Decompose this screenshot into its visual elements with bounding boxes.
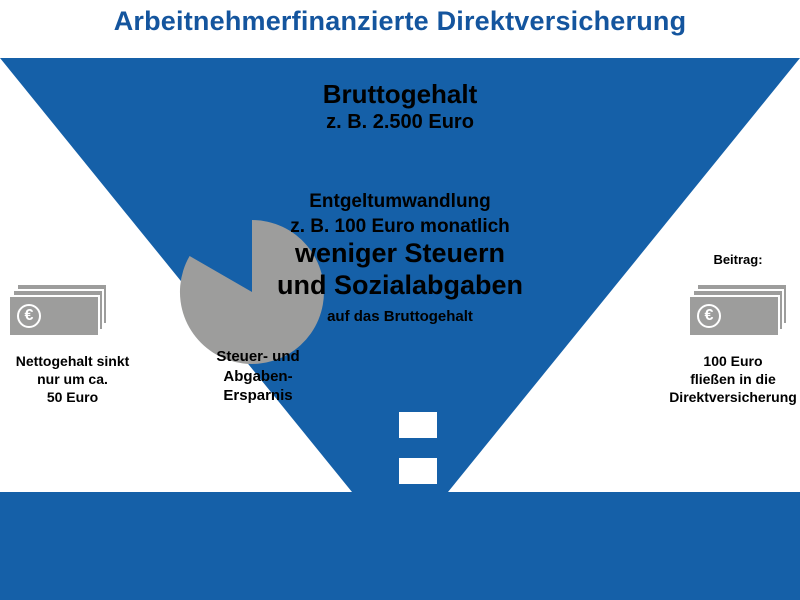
pie-chart-icon bbox=[179, 220, 324, 364]
equals-bar bbox=[399, 412, 437, 438]
conversion-block: Entgeltumwandlung z. B. 100 Euro monatli… bbox=[0, 190, 800, 239]
savings-block: weniger Steuern und Sozialabgaben auf da… bbox=[0, 237, 800, 325]
pie-label-line1: Steuer- und bbox=[216, 348, 300, 365]
euro-icon: € bbox=[697, 304, 721, 328]
right-caption-line1: 100 Euro bbox=[703, 353, 763, 369]
gross-salary-label: Bruttogehalt bbox=[322, 79, 478, 109]
banknotes-icon-right: € bbox=[688, 283, 792, 345]
savings-line3: auf das Bruttogehalt bbox=[327, 307, 473, 325]
equals-icon bbox=[399, 412, 437, 484]
gross-salary-amount: z. B. 2.500 Euro bbox=[326, 110, 474, 133]
right-caption-line3: Direktversicherung bbox=[669, 389, 797, 406]
funnel-shape bbox=[0, 58, 800, 492]
pie-label: Steuer- und Abgaben- Ersparnis bbox=[168, 347, 348, 406]
left-caption-line1: Nettogehalt sinkt bbox=[15, 353, 130, 369]
savings-line2: und Sozialabgaben bbox=[276, 270, 524, 301]
left-caption-line2: nur um ca. bbox=[37, 371, 108, 388]
left-caption-line3: 50 Euro bbox=[46, 389, 99, 406]
banknote: € bbox=[688, 295, 780, 337]
savings-line1: weniger Steuern bbox=[294, 238, 506, 268]
banknote: € bbox=[8, 295, 100, 337]
page-title: Arbeitnehmerfinanzierte Direktversicheru… bbox=[113, 6, 687, 36]
euro-icon: € bbox=[17, 304, 41, 328]
pie-label-line3: Ersparnis bbox=[223, 387, 293, 404]
banknotes-icon-left: € bbox=[8, 283, 112, 345]
bottom-band bbox=[0, 492, 800, 600]
conversion-amount: z. B. 100 Euro monatlich bbox=[290, 215, 510, 237]
right-caption-line2: fließen in die bbox=[690, 371, 776, 388]
gross-salary-block: Bruttogehalt z. B. 2.500 Euro bbox=[0, 79, 800, 135]
equals-bar bbox=[399, 458, 437, 484]
left-caption: Nettogehalt sinkt nur um ca. 50 Euro bbox=[0, 352, 145, 407]
right-caption: 100 Euro fließen in die Direktversicheru… bbox=[668, 352, 798, 407]
pie-label-line2: Abgaben- bbox=[223, 367, 293, 385]
right-note: Beitrag: bbox=[682, 252, 794, 269]
conversion-label: Entgeltumwandlung bbox=[309, 191, 491, 212]
right-note-text: Beitrag: bbox=[713, 252, 763, 267]
